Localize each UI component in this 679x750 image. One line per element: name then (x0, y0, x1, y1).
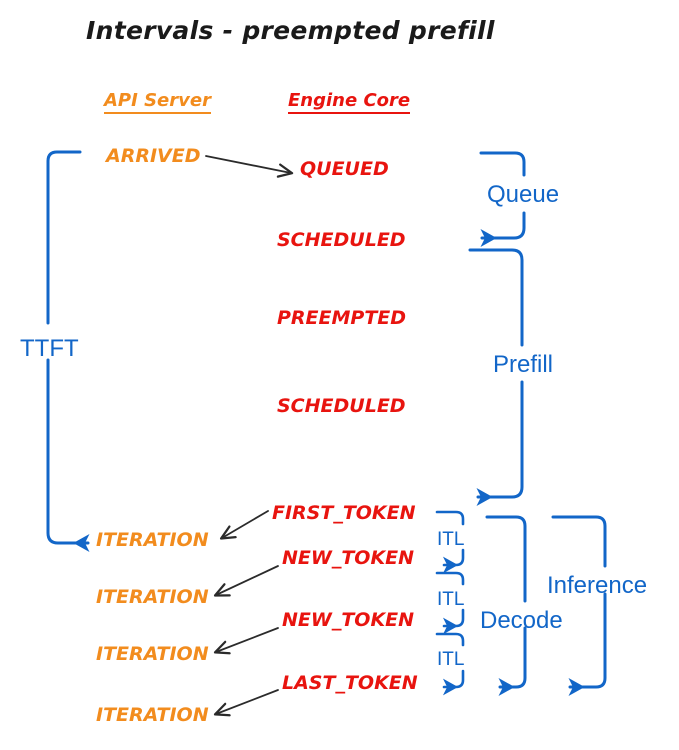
interval-label-itl-2: ITL (437, 589, 465, 610)
column-header-api-server: API Server (104, 91, 211, 114)
api-event-arrived: ARRIVED (106, 145, 201, 167)
interval-bracket-inference (551, 515, 607, 697)
engine-event-preempted: PREEMPTED (277, 307, 407, 329)
engine-event-scheduled-1: SCHEDULED (277, 229, 406, 251)
api-event-iteration-2: ITERATION (96, 586, 209, 608)
engine-event-new-token-2: NEW_TOKEN (282, 609, 415, 631)
api-event-iteration-4: ITERATION (96, 704, 209, 726)
transition-arrow-first-token-to-iteration (222, 510, 269, 538)
transition-arrow-arrived-to-queued (205, 155, 291, 173)
interval-label-itl-3: ITL (437, 649, 465, 670)
transition-arrow-new-token-1-to-iteration (216, 565, 279, 595)
engine-event-first-token: FIRST_TOKEN (272, 502, 416, 524)
api-event-iteration-3: ITERATION (96, 643, 209, 665)
column-header-engine-core: Engine Core (288, 91, 411, 114)
interval-label-itl-1: ITL (437, 529, 465, 550)
interval-bracket-decode (485, 515, 527, 697)
transition-arrow-last-token-to-iteration (216, 689, 279, 714)
transition-arrow-new-token-2-to-iteration (216, 627, 279, 652)
engine-event-last-token: LAST_TOKEN (282, 672, 418, 694)
interval-label-prefill: Prefill (493, 351, 554, 378)
interval-label-decode: Decode (480, 607, 563, 634)
engine-event-scheduled-2: SCHEDULED (277, 395, 406, 417)
engine-event-queued: QUEUED (300, 158, 389, 180)
interval-label-queue: Queue (487, 181, 560, 208)
api-event-iteration-1: ITERATION (96, 529, 209, 551)
page-title: Intervals - preempted prefill (86, 16, 495, 45)
interval-label-inference: Inference (547, 572, 648, 599)
interval-label-ttft: TTFT (20, 335, 79, 362)
engine-event-new-token-1: NEW_TOKEN (282, 547, 415, 569)
